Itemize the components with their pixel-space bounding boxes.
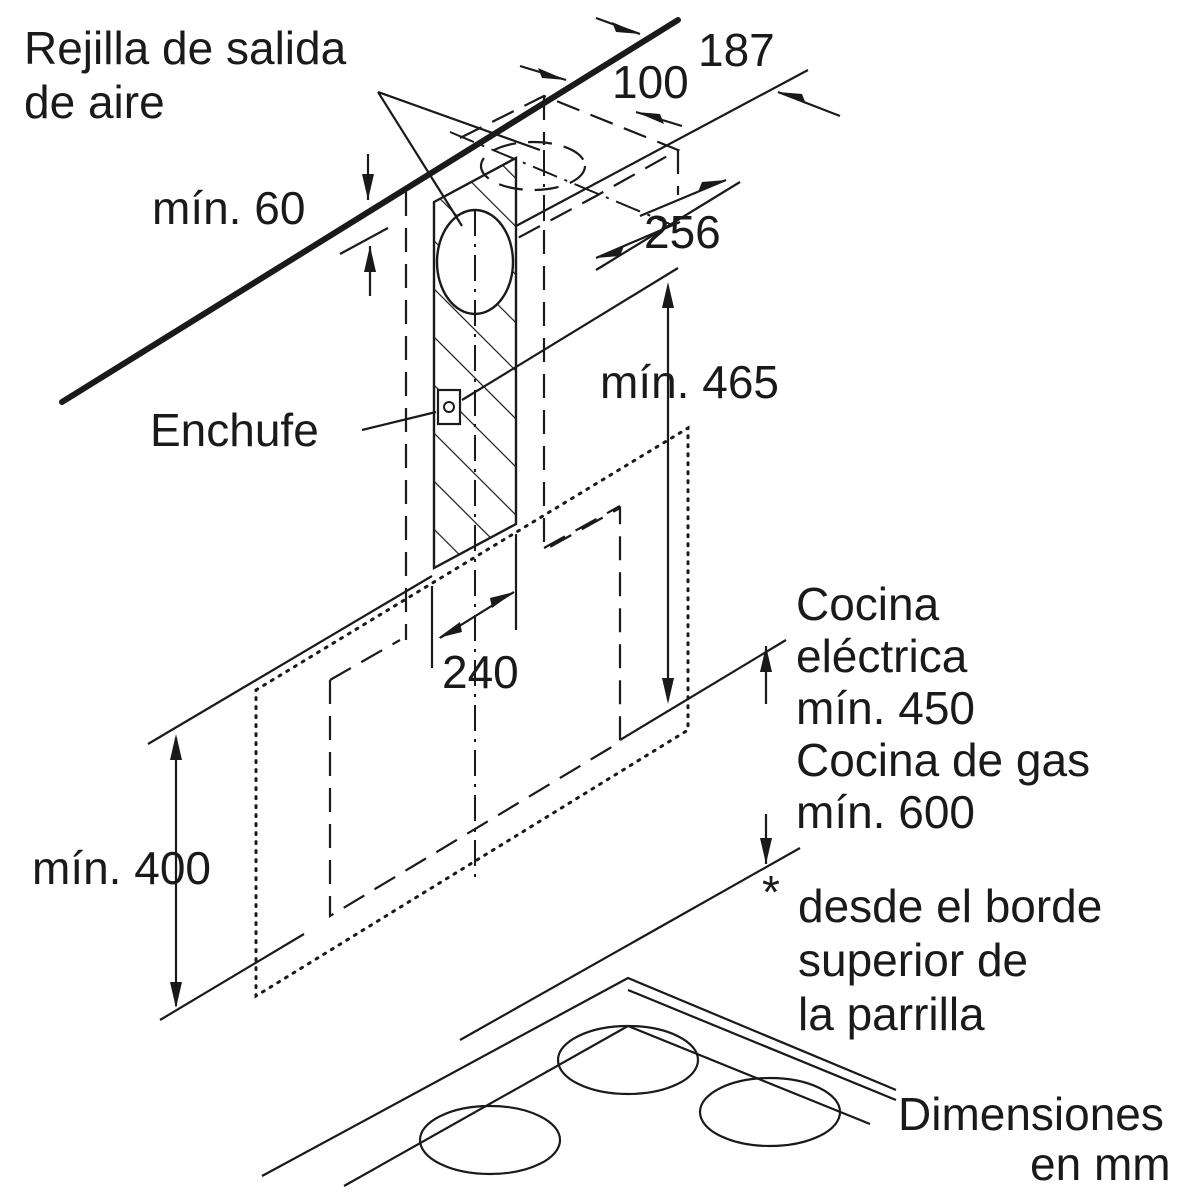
dim-240-arrow-right — [490, 592, 514, 608]
dim-min400-arrow-bottom — [170, 982, 182, 1008]
cooktop-burner-1 — [556, 1024, 700, 1096]
dim-600-arrow-down — [760, 838, 772, 864]
cooktop-burner-2 — [698, 1076, 842, 1148]
label-min465: mín. 465 — [600, 356, 779, 408]
dim-187-extension — [515, 69, 809, 227]
label-min400: mín. 400 — [32, 842, 211, 894]
label-air-outlet-2: de aire — [24, 76, 165, 128]
label-electric-2: eléctrica — [796, 630, 968, 682]
hood-bottom-edge — [159, 933, 305, 1021]
hood-right-edge — [619, 639, 787, 741]
label-units-2: en mm — [1030, 1138, 1171, 1190]
label-gas-2: mín. 600 — [796, 786, 975, 838]
hood-dashed-inner — [328, 506, 622, 918]
label-dim-240: 240 — [442, 646, 519, 698]
label-gas-1: Cocina de gas — [796, 734, 1090, 786]
label-asterisk: * — [762, 866, 780, 918]
hood-top-edge — [147, 575, 433, 745]
dim-450-arrow-up — [760, 646, 772, 672]
label-note-3: la parrilla — [798, 988, 985, 1040]
cooktop-reference-line — [459, 847, 801, 1041]
socket-icon — [436, 388, 462, 426]
label-electric-3: mín. 450 — [796, 682, 975, 734]
dim-240-arrow-left — [438, 622, 462, 638]
duct-ceiling-opening — [479, 140, 587, 192]
label-dim-256: 256 — [644, 206, 721, 258]
label-air-outlet-1: Rejilla de salida — [24, 22, 347, 74]
label-electric-1: Cocina — [796, 578, 940, 630]
ceiling-line — [59, 17, 681, 405]
cooktop-outline — [261, 976, 897, 1177]
label-socket: Enchufe — [150, 404, 319, 456]
dim-min400-arrow-top — [170, 734, 182, 760]
label-note-1: desde el borde — [798, 880, 1102, 932]
label-dim-187: 187 — [698, 24, 775, 76]
label-dim-100: 100 — [612, 56, 689, 108]
dim-min465-arrow-top — [662, 282, 674, 308]
dim-min465-arrow-bottom — [662, 678, 674, 704]
label-note-2: superior de — [798, 934, 1028, 986]
label-units-1: Dimensiones — [898, 1088, 1164, 1140]
label-min60: mín. 60 — [152, 182, 305, 234]
cooktop-burner-3 — [418, 1104, 562, 1176]
